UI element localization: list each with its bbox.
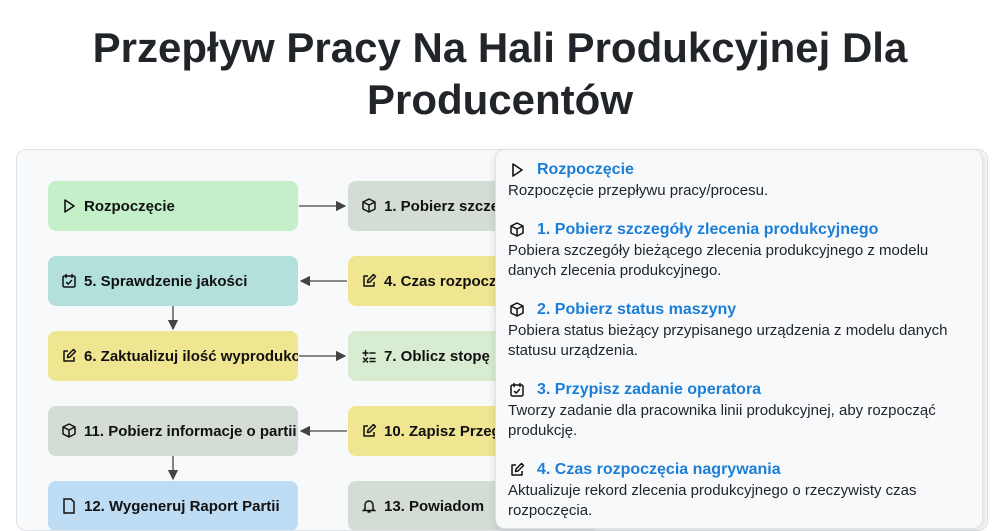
node-label: 13. Powiadom xyxy=(384,497,485,515)
detail-entry[interactable]: 3. Przypisz zadanie operatora Tworzy zad… xyxy=(508,379,970,441)
detail-title: 3. Przypisz zadanie operatora xyxy=(537,381,762,398)
connectors xyxy=(167,200,347,481)
detail-description: Pobiera status bieżący przypisanego urzą… xyxy=(508,322,948,359)
detail-title: 2. Pobierz status maszyny xyxy=(537,301,737,318)
node-5[interactable]: 5. Sprawdzenie jakości xyxy=(48,256,298,306)
node-6[interactable]: 6. Zaktualizuj ilość wyprodukowaną xyxy=(48,331,298,381)
node-label: Rozpoczęcie xyxy=(84,197,175,215)
detail-entry[interactable]: Rozpoczęcie Rozpoczęcie przepływu pracy/… xyxy=(508,159,970,201)
page-title: Przepływ Pracy Na Hali Produkcyjnej Dla … xyxy=(92,24,908,123)
edit-icon xyxy=(60,347,78,365)
calendar-check-icon xyxy=(60,272,78,290)
node-label: 12. Wygeneruj Raport Partii xyxy=(84,497,280,515)
play-icon xyxy=(508,161,526,179)
node-start[interactable]: Rozpoczęcie xyxy=(48,181,298,231)
edit-icon xyxy=(508,461,526,479)
detail-entry[interactable]: 1. Pobierz szczegóły zlecenia produkcyjn… xyxy=(508,219,970,281)
node-label: 10. Zapisz Przegląd xyxy=(384,422,523,440)
node-label: 5. Sprawdzenie jakości xyxy=(84,272,248,290)
detail-description: Pobiera szczegóły bieżącego zlecenia pro… xyxy=(508,242,929,279)
play-icon xyxy=(60,197,78,215)
edit-icon xyxy=(360,422,378,440)
node-label: 7. Oblicz stopę xyxy=(384,347,490,365)
node-12[interactable]: 12. Wygeneruj Raport Partii xyxy=(48,481,298,530)
detail-description: Rozpoczęcie przepływu pracy/procesu. xyxy=(508,182,769,199)
cube-icon xyxy=(360,197,378,215)
cube-icon xyxy=(508,301,526,319)
detail-title: 1. Pobierz szczegóły zlecenia produkcyjn… xyxy=(537,221,879,238)
detail-title: Rozpoczęcie xyxy=(537,161,634,178)
details-panel[interactable]: Rozpoczęcie Rozpoczęcie przepływu pracy/… xyxy=(495,149,983,529)
detail-description: Tworzy zadanie dla pracownika linii prod… xyxy=(508,402,936,439)
edit-icon xyxy=(360,272,378,290)
detail-title: 4. Czas rozpoczęcia nagrywania xyxy=(537,461,781,478)
node-label: 6. Zaktualizuj ilość wyprodukowaną xyxy=(84,347,298,365)
calendar-check-icon xyxy=(508,381,526,399)
cube-icon xyxy=(508,221,526,239)
node-11[interactable]: 11. Pobierz informacje o partii xyxy=(48,406,298,456)
detail-entry[interactable]: 4. Czas rozpoczęcia nagrywania Aktualizu… xyxy=(508,459,970,521)
detail-description: Aktualizuje rekord zlecenia produkcyjneg… xyxy=(508,482,917,519)
calculator-icon xyxy=(360,347,378,365)
cube-icon xyxy=(60,422,78,440)
node-label: 11. Pobierz informacje o partii xyxy=(84,422,297,440)
detail-entry[interactable]: 2. Pobierz status maszyny Pobiera status… xyxy=(508,299,970,361)
